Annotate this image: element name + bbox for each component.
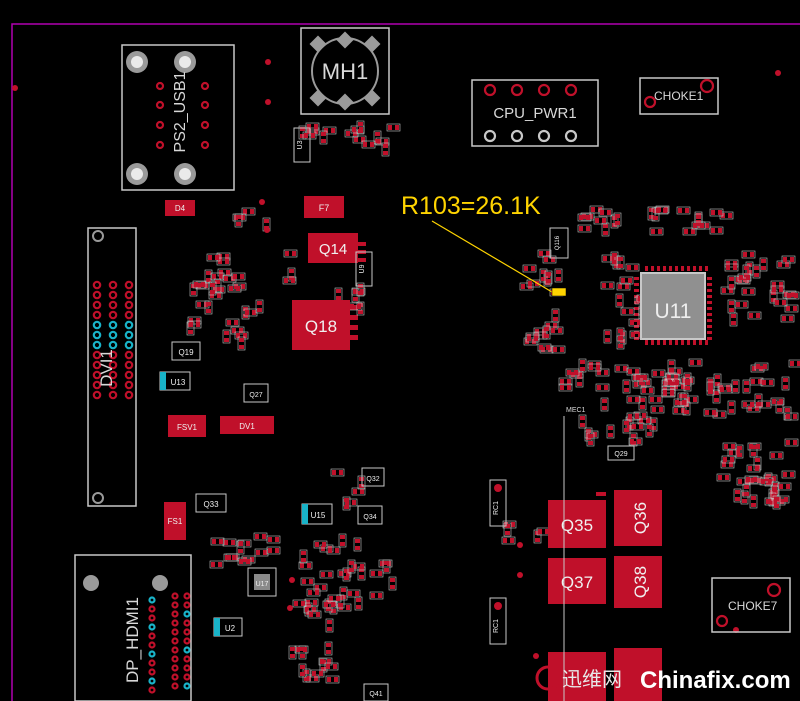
choke1-inductor: CHOKE1 (639, 77, 719, 115)
fs1-fuse: FS1 (164, 502, 186, 540)
u11-chip: U11 (640, 272, 706, 340)
dp-hdmi1-connector: DP_HDMI1 (74, 554, 192, 701)
dvi1-connector: DVI1 (87, 227, 137, 507)
q35-mosfet: Q35 (548, 500, 606, 548)
board-edge (11, 23, 800, 701)
svg-text:Q29: Q29 (614, 451, 627, 458)
q29-transistor: Q29 (607, 445, 635, 461)
svg-text:FSV1: FSV1 (177, 423, 198, 432)
svg-text:D4: D4 (175, 204, 186, 213)
q37-label: Q37 (561, 573, 593, 592)
rc1b-test-point: RC1 (489, 597, 507, 645)
watermark-cjk: 迅维网 (562, 668, 622, 691)
q27-transistor: Q27 (243, 383, 269, 403)
q19-transistor: Q19 (171, 341, 201, 361)
watermark-text: Chinafix.com (640, 667, 791, 694)
mec1-label: MEC1 (566, 407, 586, 414)
svg-text:U9: U9 (359, 264, 366, 273)
svg-text:U15: U15 (311, 511, 326, 520)
r103-value-label: R103=26.1K (401, 192, 541, 220)
q38-label: Q38 (631, 566, 650, 598)
svg-text:U13: U13 (171, 378, 186, 387)
cpu-pwr1-connector: CPU_PWR1 (471, 79, 599, 147)
choke7-label: CHOKE7 (728, 599, 778, 613)
svg-text:Q41: Q41 (369, 691, 382, 698)
q14-label: Q14 (319, 241, 347, 258)
svg-text:U3: U3 (297, 140, 304, 149)
q35-label: Q35 (561, 516, 593, 535)
u13-chip: U13 (159, 371, 191, 391)
svg-text:RC1: RC1 (493, 501, 500, 515)
ps2-usb1-label: PS2_USB1 (172, 71, 189, 152)
svg-text:FS1: FS1 (168, 517, 183, 526)
q41-transistor: Q41 (363, 683, 389, 701)
svg-text:Q19: Q19 (178, 348, 194, 357)
hdmi1-label: DP_HDMI1 (123, 597, 142, 683)
u15-chip: U15 (301, 503, 333, 525)
chinafix-watermark: 迅维网 Chinafix.com (535, 665, 791, 694)
q36-mosfet: Q36 (614, 490, 662, 546)
cpu-pwr1-label: CPU_PWR1 (493, 105, 576, 122)
svg-text:Q32: Q32 (366, 476, 379, 483)
svg-text:Q34: Q34 (363, 514, 376, 521)
u11-label: U11 (655, 300, 692, 323)
q14-mosfet: Q14 (308, 233, 358, 263)
u9-chip: U9 (355, 251, 373, 287)
svg-text:Q116: Q116 (555, 235, 561, 250)
q37-mosfet: Q37 (548, 558, 606, 604)
f7-fuse: F7 (304, 196, 344, 218)
svg-text:F7: F7 (319, 203, 330, 213)
svg-text:RC1: RC1 (493, 619, 500, 633)
svg-text:Q33: Q33 (203, 500, 219, 509)
svg-text:U2: U2 (225, 624, 236, 633)
choke1-label: CHOKE1 (654, 89, 704, 103)
dv1-diode: DV1 (220, 416, 274, 434)
q36-label: Q36 (631, 502, 650, 534)
mh1-label: MH1 (322, 59, 368, 84)
u17-chip: U17 (247, 567, 277, 597)
q38-mosfet: Q38 (614, 556, 662, 608)
q116-transistor: Q116 (549, 227, 569, 259)
rc1-test-point: RC1 (489, 479, 507, 527)
mh1-mounting-hole: MH1 (300, 27, 390, 115)
u2-chip: U2 (213, 617, 243, 637)
svg-text:U17: U17 (256, 581, 269, 588)
r103-annotation: R103=26.1K (401, 192, 567, 297)
q32-transistor: Q32 (361, 467, 385, 487)
q18-mosfet: Q18 (292, 300, 350, 350)
ps2-usb1-connector: PS2_USB1 (121, 44, 235, 191)
svg-text:DV1: DV1 (239, 422, 255, 431)
q18-label: Q18 (305, 317, 337, 336)
dvi1-label: DVI1 (97, 349, 116, 387)
u3-chip: U3 (293, 127, 311, 163)
choke7-inductor: CHOKE7 (711, 577, 791, 633)
d4-diode: D4 (165, 200, 195, 216)
q33-transistor: Q33 (195, 493, 227, 513)
q34-transistor: Q34 (357, 505, 383, 525)
svg-text:Q27: Q27 (249, 392, 262, 399)
fsv1-fuse: FSV1 (168, 415, 206, 437)
